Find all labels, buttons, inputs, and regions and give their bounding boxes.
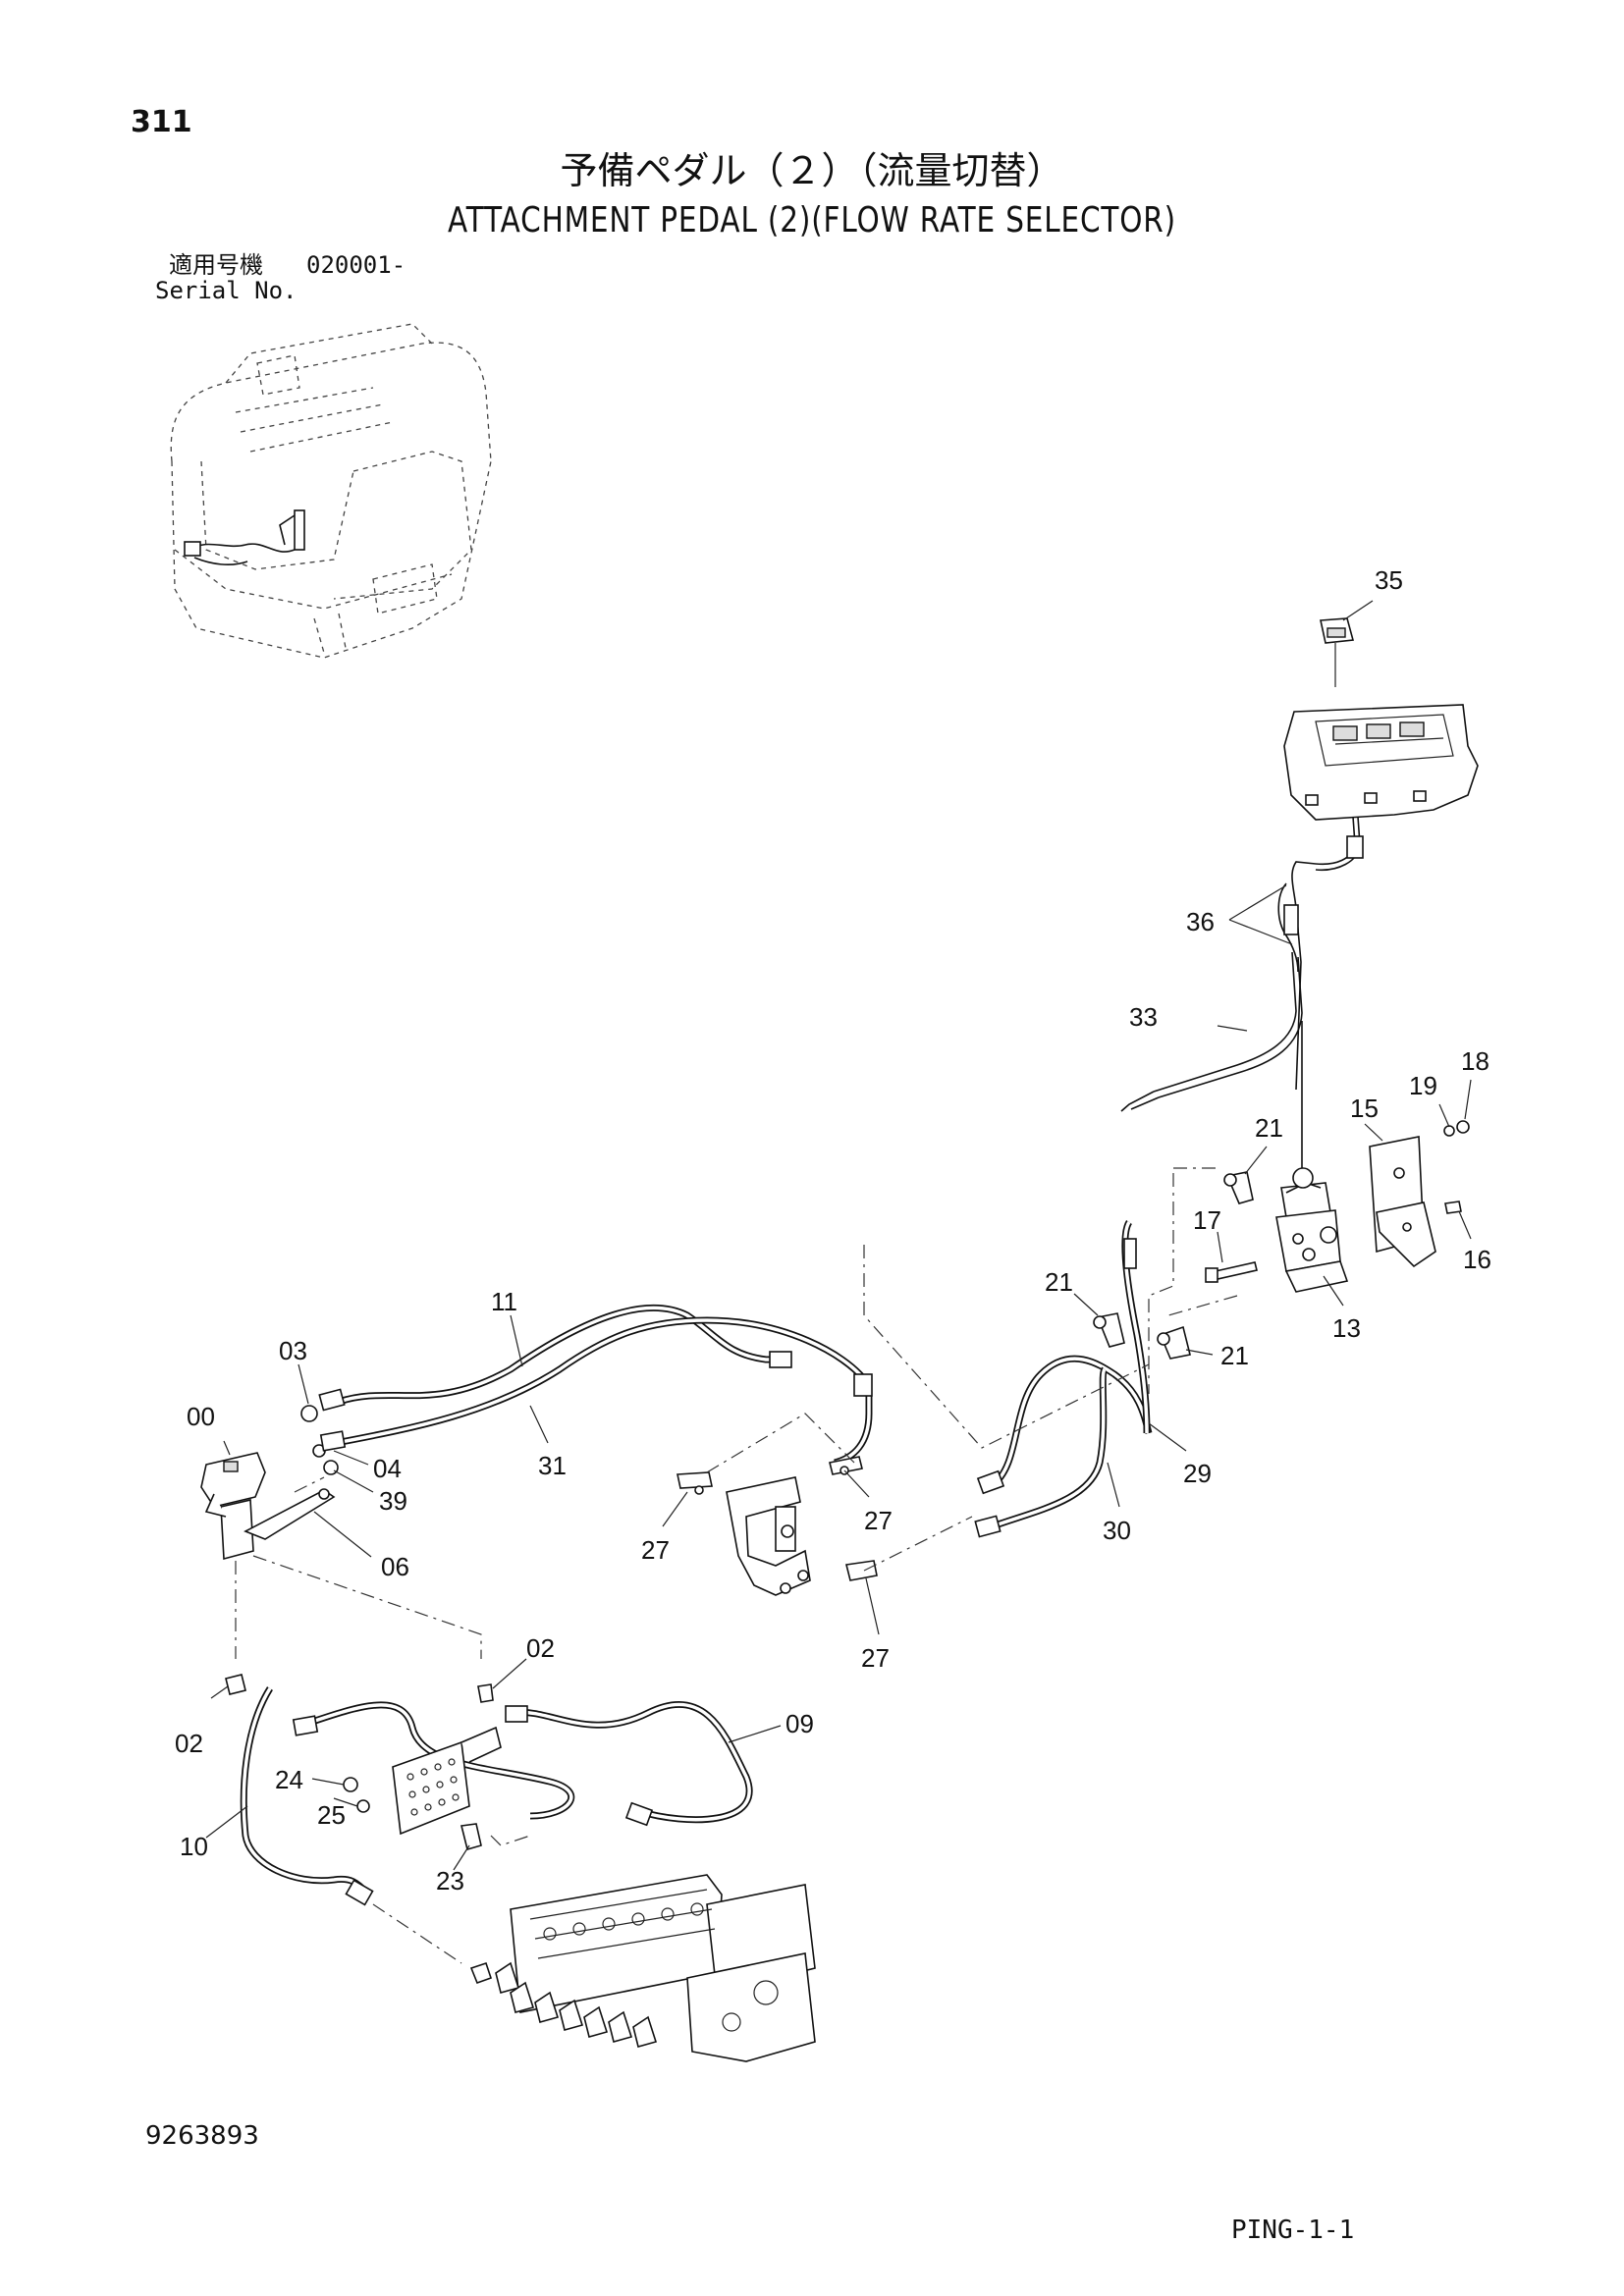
callout-06: 06	[381, 1552, 409, 1581]
callout-09: 09	[785, 1709, 814, 1738]
monitor-assembly	[1283, 617, 1479, 821]
leader-lines	[205, 600, 1472, 1871]
serial-value: 020001-	[306, 251, 406, 279]
callout-10: 10	[180, 1832, 208, 1861]
callout-03: 03	[279, 1336, 307, 1365]
callout-19: 19	[1409, 1071, 1437, 1100]
lower-hoses-and-plate	[225, 1674, 753, 1906]
callout-35: 35	[1375, 565, 1403, 595]
callout-27-right: 27	[864, 1506, 893, 1535]
title-english: ATTACHMENT PEDAL (2)(FLOW RATE SELECTOR)	[448, 200, 1176, 240]
wiring-harness	[1120, 816, 1364, 1178]
hose-29-30	[974, 1220, 1153, 1538]
title-japanese: 予備ペダル（２）（流量切替）	[560, 149, 1064, 192]
callout-27-left: 27	[641, 1535, 670, 1565]
callout-16: 16	[1463, 1245, 1491, 1274]
callout-11: 11	[491, 1287, 517, 1316]
callout-02-left: 02	[175, 1729, 203, 1758]
callout-21-right: 21	[1220, 1341, 1249, 1370]
solenoid-valve-assembly	[1093, 1120, 1470, 1360]
callout-labels: 35 36 33 18 19 15 21 17 16 13 21 21 29 3…	[175, 565, 1491, 1896]
callout-31: 31	[538, 1451, 567, 1480]
pedal-assembly	[200, 1405, 339, 1561]
document-number: 9263893	[145, 2121, 259, 2151]
callout-29: 29	[1183, 1459, 1212, 1488]
callout-30: 30	[1103, 1516, 1131, 1545]
sheet-reference: PING-1-1	[1231, 2216, 1355, 2245]
connection-lines	[235, 1167, 1238, 1964]
callout-25: 25	[317, 1800, 346, 1830]
callout-15: 15	[1350, 1094, 1379, 1123]
callout-13: 13	[1332, 1313, 1361, 1343]
hose-11-31	[318, 1304, 873, 1467]
callout-17: 17	[1193, 1205, 1221, 1235]
cab-inset-illustration	[170, 323, 492, 659]
callout-24: 24	[275, 1765, 303, 1794]
page-number: 311	[131, 105, 192, 139]
callout-02-top: 02	[526, 1633, 555, 1663]
serial-label-japanese: 適用号機	[169, 251, 263, 279]
callout-18: 18	[1461, 1046, 1489, 1076]
serial-label-english: Serial No.	[155, 277, 298, 304]
callout-39: 39	[379, 1486, 407, 1516]
control-valve-bank	[469, 1874, 816, 2062]
callout-23: 23	[436, 1866, 464, 1896]
shuttle-bracket-27	[677, 1456, 878, 1596]
callout-36: 36	[1186, 907, 1215, 936]
callout-04: 04	[373, 1454, 402, 1483]
callout-00: 00	[187, 1402, 215, 1431]
callout-21-top: 21	[1255, 1113, 1283, 1143]
callout-33: 33	[1129, 1002, 1158, 1032]
callout-27-bottom: 27	[861, 1643, 890, 1673]
callout-21-mid: 21	[1045, 1267, 1073, 1297]
